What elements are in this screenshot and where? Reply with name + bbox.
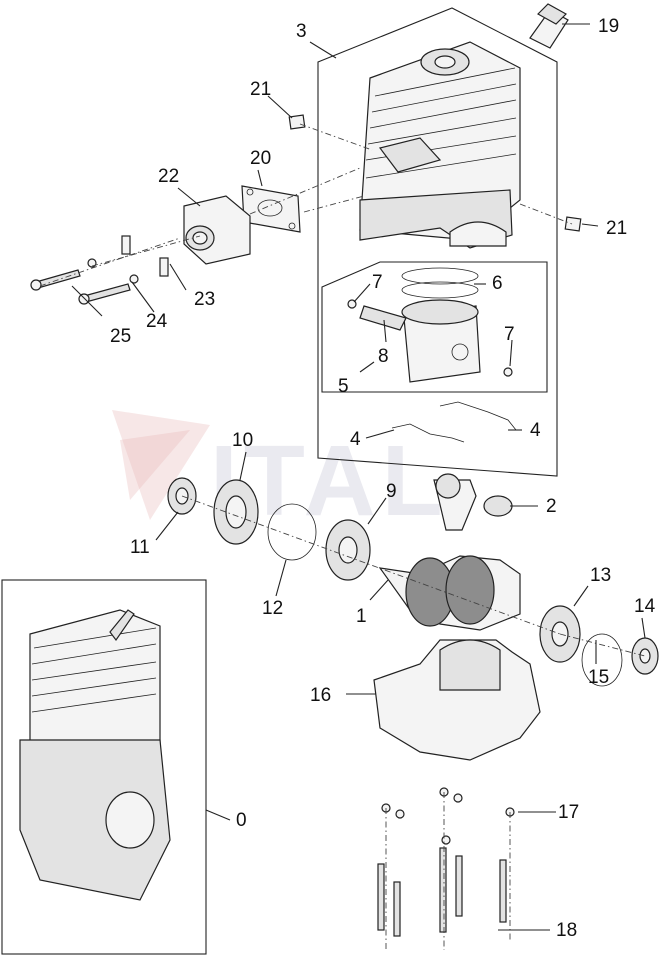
callout-18: 18 (556, 920, 577, 941)
leader-lines (39, 23, 646, 950)
callout-7-left: 7 (372, 272, 383, 293)
main-bearing-left-part (325, 519, 371, 581)
gasket-part (241, 185, 301, 233)
o-ring-left-part (267, 503, 317, 561)
watermark-logo: ITAL (112, 410, 443, 537)
callout-25: 25 (110, 326, 131, 347)
piston-rings-part (401, 267, 479, 299)
piston-pin-part (359, 305, 407, 331)
wire-clip-left-part (391, 423, 465, 443)
callout-4-right: 4 (530, 420, 541, 441)
callout-9: 9 (386, 481, 397, 502)
wire-clip-right-part (439, 401, 517, 431)
circlip-right-part (503, 367, 513, 377)
piston-kit-frame (321, 261, 548, 393)
spark-plug-part (529, 3, 569, 49)
callout-21-left: 21 (250, 79, 271, 100)
callout-3: 3 (296, 21, 307, 42)
callout-1: 1 (356, 606, 367, 627)
callout-24: 24 (146, 311, 168, 332)
callout-15: 15 (588, 667, 609, 688)
needle-bearing-part (483, 495, 513, 517)
callout-8: 8 (378, 346, 389, 367)
callout-4-left: 4 (350, 429, 361, 450)
crankcase-screws-part (377, 787, 515, 937)
callout-19: 19 (598, 16, 619, 37)
callout-22: 22 (158, 166, 179, 187)
o-ring-right-part (581, 633, 623, 687)
nut-left-part (288, 114, 306, 130)
connecting-rod-part (433, 473, 477, 531)
callout-16: 16 (310, 685, 331, 706)
callout-13: 13 (590, 565, 611, 586)
callout-21-right: 21 (606, 218, 627, 239)
callout-10: 10 (232, 430, 253, 451)
engine-assembly-frame (1, 579, 207, 955)
callout-14: 14 (634, 596, 656, 617)
nut-right-part (564, 216, 582, 232)
seal-housing-part (213, 479, 259, 545)
callout-17: 17 (558, 802, 579, 823)
cylinder-assembly-frame (317, 7, 558, 477)
piston-part (401, 299, 481, 383)
callout-23: 23 (194, 289, 215, 310)
callout-7-right: 7 (504, 324, 515, 345)
manifold-hardware (30, 235, 169, 305)
callout-6: 6 (492, 273, 503, 294)
crankshaft-part (378, 555, 521, 631)
cylinder-part (359, 41, 521, 249)
intake-manifold-part (183, 195, 251, 265)
callout-11: 11 (130, 537, 150, 558)
callout-0: 0 (236, 810, 247, 831)
oil-seal-right-part (631, 637, 659, 675)
callouts: 3 19 21 20 22 21 7 6 23 24 25 7 8 5 4 4 … (110, 16, 656, 941)
callout-5: 5 (338, 376, 349, 397)
callout-20: 20 (250, 148, 271, 169)
callout-12: 12 (262, 598, 283, 619)
crankcase-part (373, 639, 541, 761)
callout-2: 2 (546, 496, 557, 517)
